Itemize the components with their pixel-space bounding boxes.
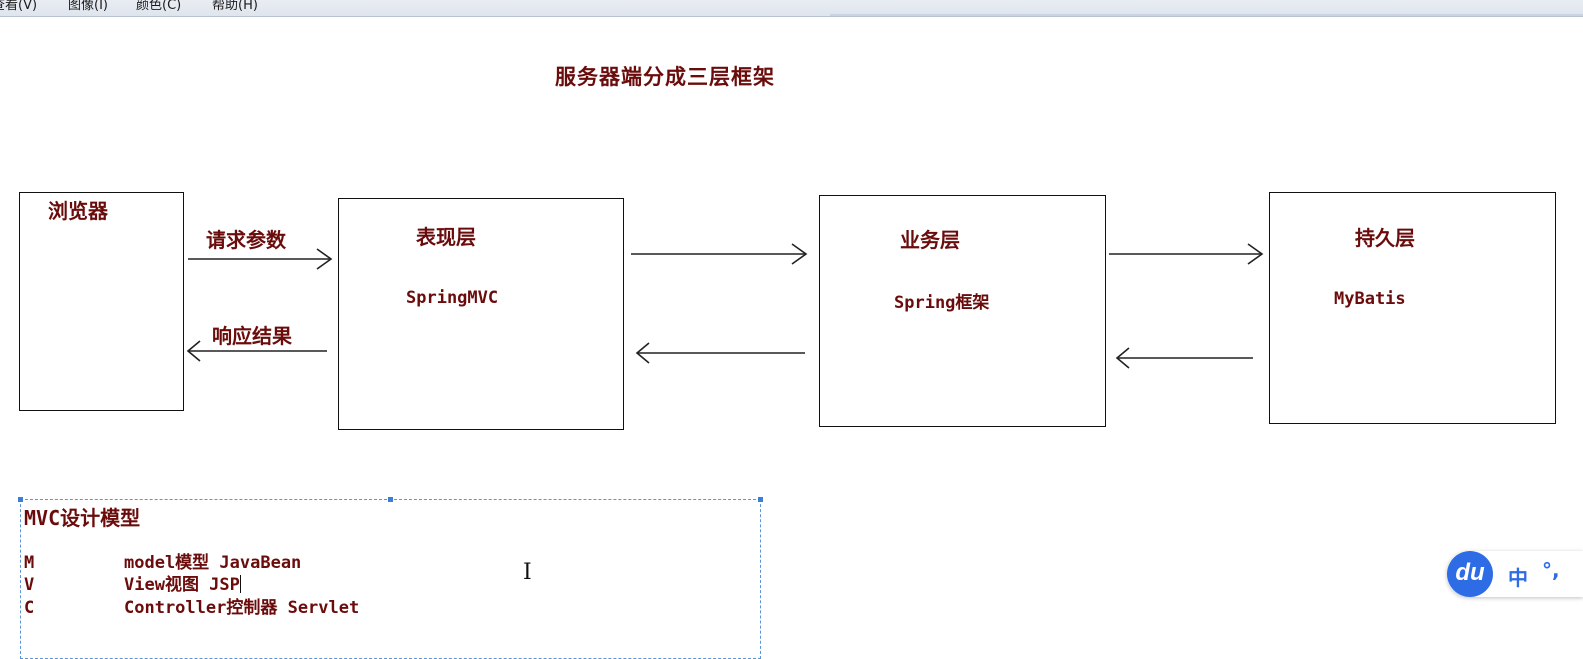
- presentation-layer-box: [338, 198, 624, 430]
- arrow-persistence-to-business: [1115, 347, 1253, 369]
- ime-punctuation-toggle[interactable]: °,: [1542, 558, 1560, 582]
- diagram-title: 服务器端分成三层框架: [555, 65, 775, 89]
- arrow-presentation-to-browser: [186, 340, 327, 362]
- mvc-text: Controller控制器 Servlet: [124, 598, 360, 618]
- browser-box: [19, 192, 184, 411]
- presentation-layer-tech: SpringMVC: [406, 288, 499, 308]
- response-result-label: 响应结果: [212, 324, 292, 348]
- resize-handle[interactable]: [18, 497, 23, 502]
- menu-help[interactable]: 帮助(H): [212, 0, 258, 13]
- resize-handle[interactable]: [388, 497, 393, 502]
- mvc-letter: V: [24, 575, 35, 595]
- ruler: [830, 14, 1583, 16]
- arrows-layer: [186, 243, 1264, 369]
- menu-bar: 查看(V) 图像(I) 颜色(C) 帮助(H): [0, 0, 1583, 17]
- mvc-row-view: V View视图 JSP: [24, 570, 241, 595]
- request-params-label: 请求参数: [206, 228, 286, 252]
- mvc-title: MVC设计模型: [24, 506, 141, 530]
- arrow-presentation-to-business: [631, 243, 808, 265]
- business-layer-label: 业务层: [900, 228, 960, 252]
- ime-language-toggle[interactable]: 中: [1508, 566, 1528, 590]
- resize-handle[interactable]: [758, 497, 763, 502]
- text-caret: [239, 575, 241, 593]
- mvc-letter: M: [24, 553, 35, 573]
- menu-view[interactable]: 查看(V): [0, 0, 38, 13]
- business-layer-tech: Spring框架: [894, 293, 990, 313]
- presentation-layer-label: 表现层: [416, 225, 476, 249]
- mvc-text: model模型 JavaBean: [124, 553, 302, 573]
- mvc-row-controller: C Controller控制器 Servlet: [24, 593, 359, 618]
- persistence-layer-tech: MyBatis: [1334, 289, 1406, 309]
- arrow-business-to-persistence: [1109, 243, 1264, 265]
- browser-label: 浏览器: [48, 199, 108, 223]
- persistence-layer-label: 持久层: [1355, 226, 1415, 250]
- arrow-browser-to-presentation: [188, 248, 333, 270]
- ibeam-cursor-icon: I: [523, 560, 532, 585]
- menu-image[interactable]: 图像(I): [68, 0, 108, 13]
- baidu-ime-logo-icon[interactable]: du: [1447, 551, 1493, 597]
- mvc-letter: C: [24, 598, 35, 618]
- arrow-business-to-presentation: [635, 342, 805, 364]
- menu-colors[interactable]: 颜色(C): [136, 0, 182, 13]
- persistence-layer-box: [1269, 192, 1556, 424]
- mvc-text: View视图 JSP: [124, 575, 240, 595]
- business-layer-box: [819, 195, 1106, 427]
